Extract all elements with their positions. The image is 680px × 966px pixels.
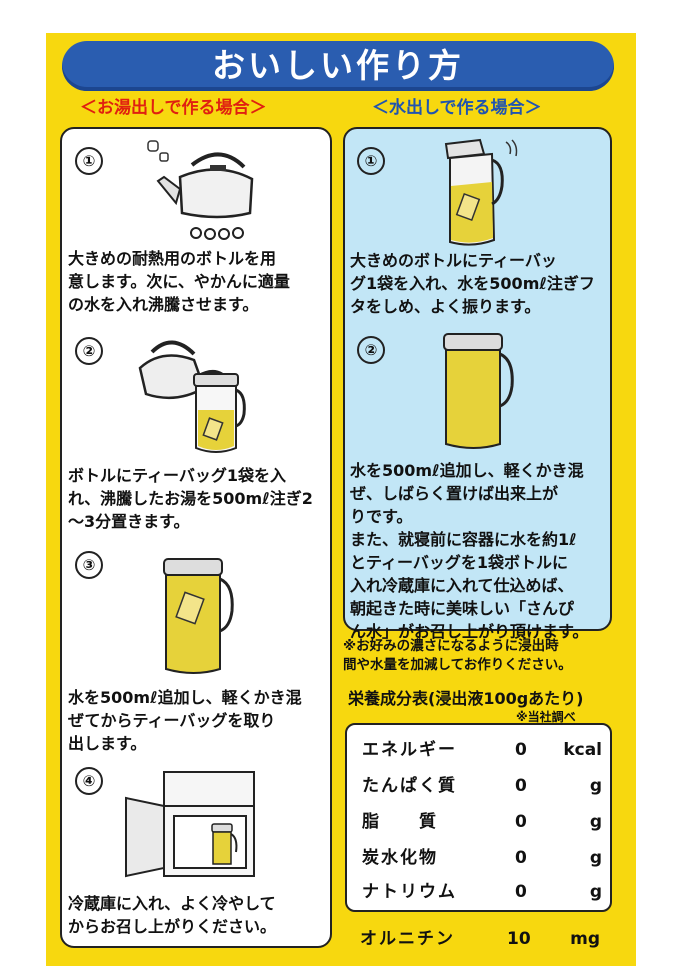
nutrition-row-sodium: ナトリウム 0 g [347, 877, 610, 907]
nutrient-unit: kcal [563, 740, 602, 760]
nutrition-row-energy: エネルギー 0 kcal [347, 735, 610, 765]
title-banner: おいしい作り方 [62, 41, 614, 91]
hot-step-1-text: 大きめの耐熱用のボトルを用 意します。次に、やかんに適量 の水を入れ沸騰させます… [68, 249, 290, 314]
nutrient-unit: g [589, 812, 602, 832]
pour-hot-water-icon [138, 340, 246, 453]
hot-step-4-number: ④ [75, 767, 103, 795]
nutrition-row-ornithine: オルニチン 10 mg [345, 924, 608, 954]
hot-water-heading: ＜お湯出しで作る場合＞ [80, 98, 267, 118]
nutrient-name: エネルギー [362, 740, 457, 760]
hot-step-1-number: ① [75, 147, 103, 175]
nutrient-value: 0 [515, 740, 527, 760]
nutrient-value: 10 [507, 929, 531, 949]
nutrition-source: ※当社調べ [516, 710, 576, 724]
nutrient-unit: g [589, 848, 602, 868]
hot-step-3-text: 水を500mℓ追加し、軽くかき混 ぜてからティーバッグを取り 出します。 [68, 688, 302, 753]
cold-step-2-number: ② [357, 336, 385, 364]
nutrient-name: オルニチン [360, 929, 455, 949]
nutrient-name: 炭水化物 [362, 848, 438, 868]
hot-step-2-text: ボトルにティーバッグ1袋を入 れ、沸騰したお湯を500mℓ注ぎ2 ～3分置きます… [68, 466, 313, 531]
nutrition-row-carbohydrate: 炭水化物 0 g [347, 843, 610, 873]
nutrient-value: 0 [515, 776, 527, 796]
hot-step-4-text: 冷蔵庫に入れ、よく冷やして からお召し上がりください。 [68, 894, 277, 936]
tea-bottle-icon [163, 558, 234, 674]
cold-step-1-number: ① [357, 147, 385, 175]
nutrient-value: 0 [515, 882, 527, 902]
cold-step-2-text: 水を500mℓ追加し、軽くかき混 ぜ、しばらく置けば出来上が りです。 また、就… [350, 461, 589, 641]
nutrient-unit: g [589, 882, 602, 902]
nutrient-name: 脂 質 [362, 812, 438, 832]
cold-water-heading: ＜水出しで作る場合＞ [372, 98, 542, 118]
hot-step-2-number: ② [75, 337, 103, 365]
hot-step-3-number: ③ [75, 551, 103, 579]
nutrient-unit: mg [570, 929, 600, 949]
refrigerator-icon [125, 771, 255, 878]
cold-step-1-text: 大きめのボトルにティーバッ グ1袋を入れ、水を500mℓ注ぎフ タをしめ、よく振… [350, 251, 595, 316]
shaking-bottle-icon [444, 138, 518, 246]
nutrition-table: エネルギー 0 kcal たんぱく質 0 g 脂 質 0 g 炭水化物 0 g … [345, 723, 612, 912]
nutrient-name: たんぱく質 [362, 776, 457, 796]
nutrient-name: ナトリウム [362, 882, 457, 902]
nutrient-value: 0 [515, 812, 527, 832]
nutrient-unit: g [589, 776, 602, 796]
nutrient-value: 0 [515, 848, 527, 868]
strength-note: ※お好みの濃さになるように浸出時 間や水量を加減してお作りください。 [343, 638, 572, 673]
nutrition-title: 栄養成分表(浸出液100gあたり) [348, 689, 584, 708]
kettle-on-stove-icon [147, 140, 254, 240]
nutrition-row-fat: 脂 質 0 g [347, 807, 610, 837]
filled-bottle-icon [443, 333, 514, 449]
page-title: おいしい作り方 [212, 46, 464, 85]
nutrition-row-protein: たんぱく質 0 g [347, 771, 610, 801]
